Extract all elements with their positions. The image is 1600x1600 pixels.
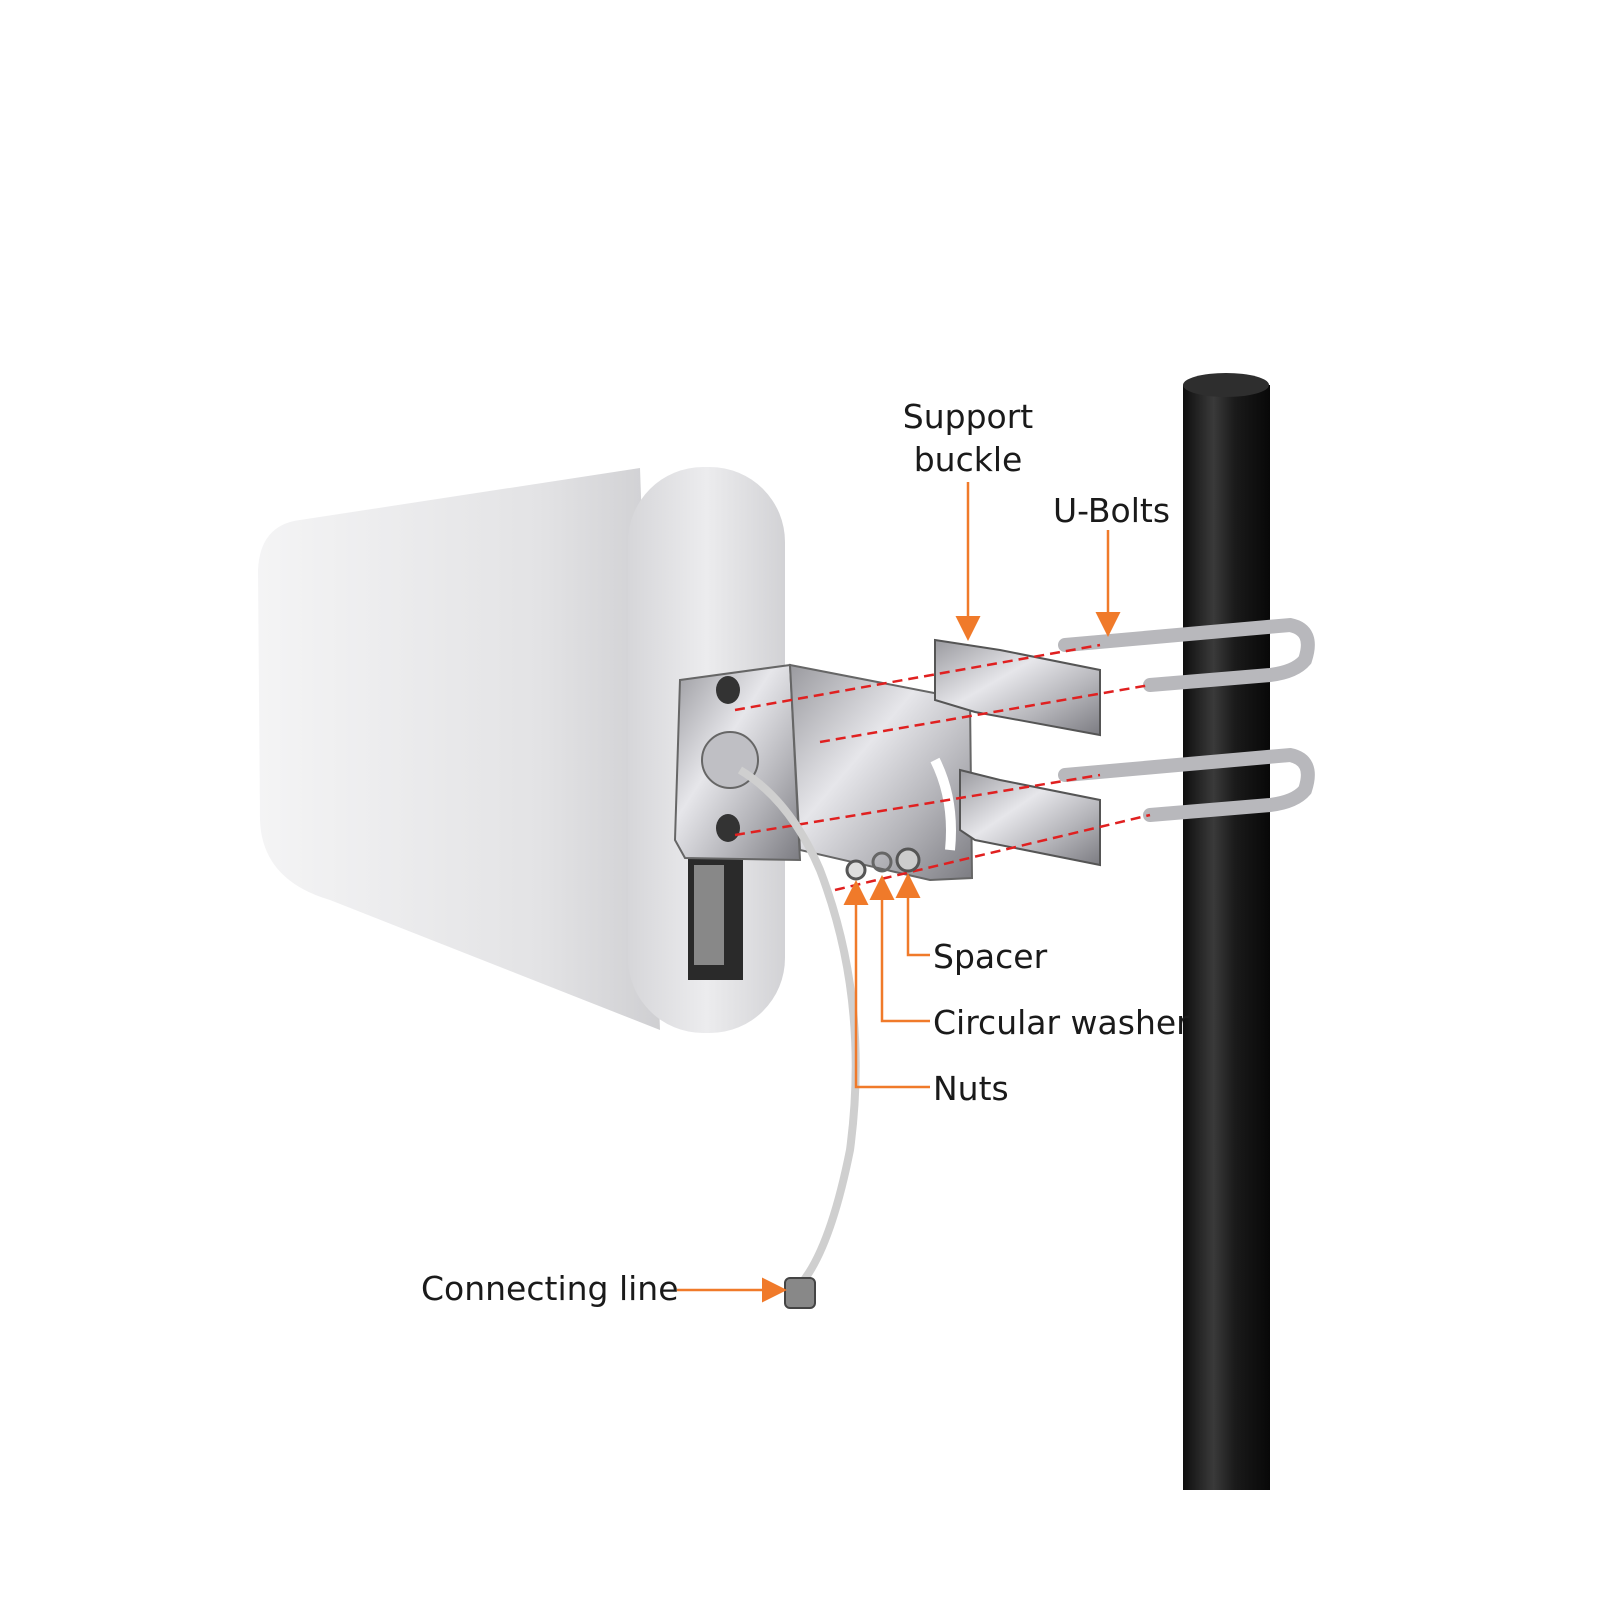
- nut-icon: [845, 859, 867, 881]
- label-circular-washer: Circular washer: [933, 1003, 1190, 1042]
- label-u-bolts: U-Bolts: [1053, 491, 1171, 530]
- pole: [1183, 373, 1270, 1490]
- support-buckles: [934, 638, 1101, 867]
- connecting-cable: [737, 766, 860, 1309]
- washer-icon: [871, 851, 893, 873]
- spacer-icon: [895, 847, 921, 873]
- connector-icon: [784, 1277, 816, 1309]
- label-support-buckle-line2: buckle: [913, 440, 1023, 479]
- label-nuts: Nuts: [933, 1069, 1009, 1108]
- label-support-buckle-line1: Support: [902, 397, 1034, 436]
- hardware: [845, 847, 921, 881]
- label-connecting-line: Connecting line: [421, 1269, 679, 1308]
- bracket: [673, 663, 974, 882]
- u-bolts: [1058, 617, 1315, 822]
- label-spacer: Spacer: [933, 937, 1048, 976]
- label-support-buckle: Support buckle: [898, 400, 1038, 476]
- callout-lines: [677, 482, 1121, 1303]
